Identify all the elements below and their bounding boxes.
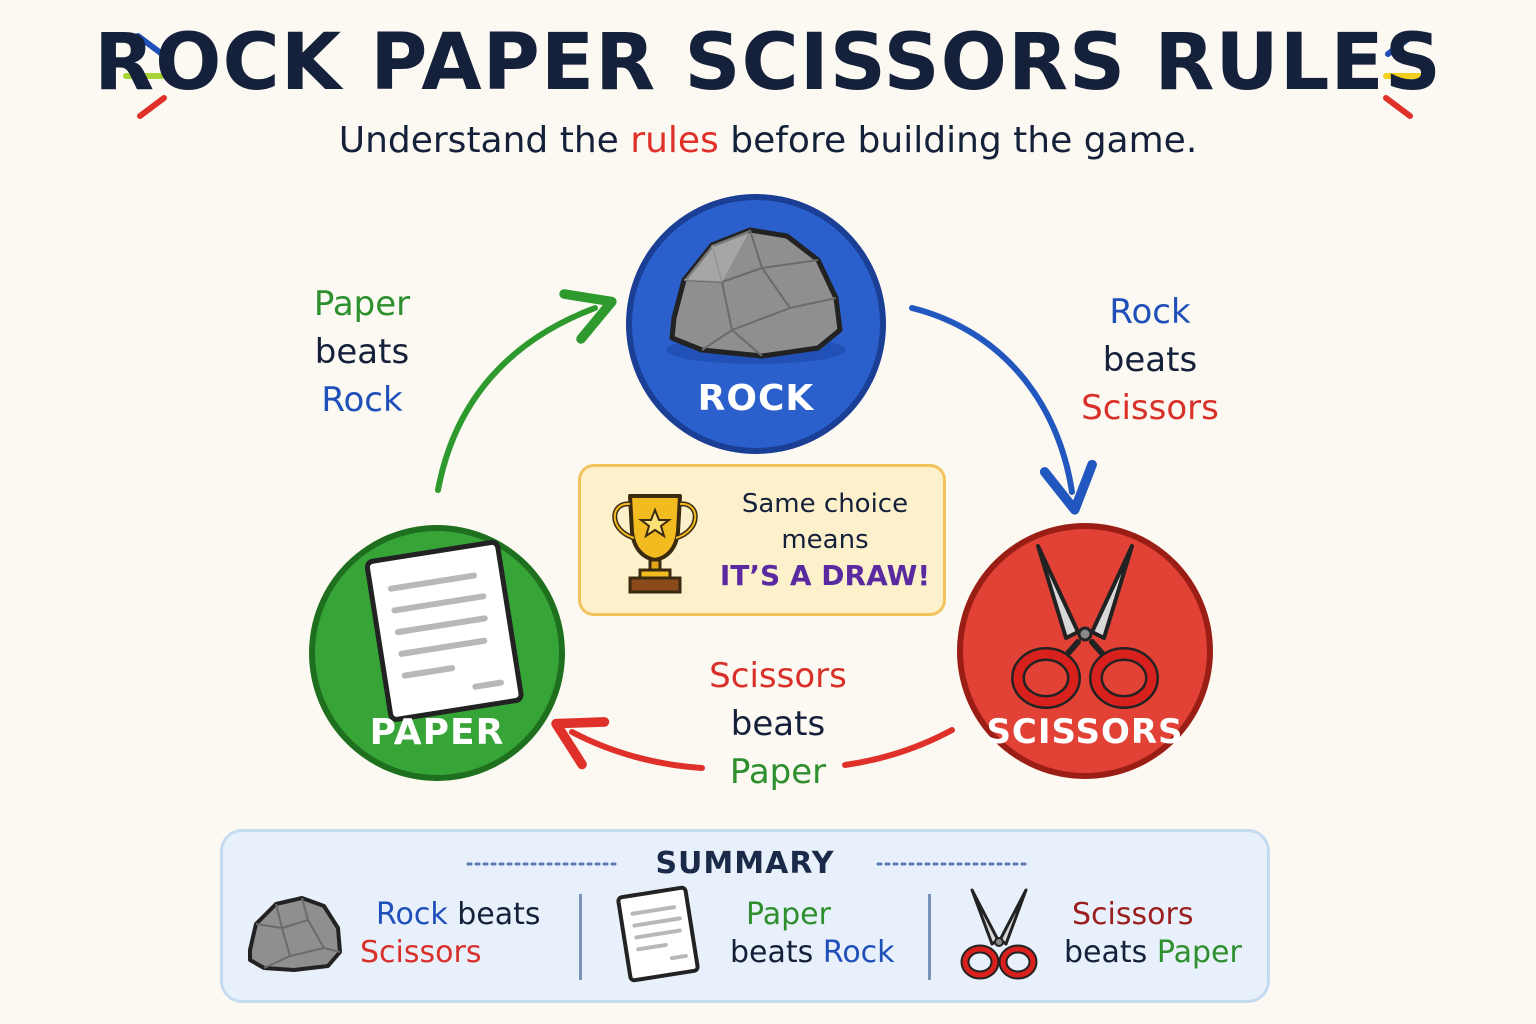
summary-title-dots	[466, 862, 1030, 866]
subtitle-prefix: Understand the	[338, 120, 631, 161]
summary-loser: Rock	[822, 935, 895, 970]
summary-winner: Paper	[746, 897, 831, 932]
paper-circle	[309, 525, 565, 781]
draw-line-2: means	[781, 525, 869, 555]
paper-icon	[364, 539, 524, 722]
subtitle-highlight: rules	[630, 120, 719, 161]
rock-circle	[626, 194, 886, 454]
rule-loser: Scissors	[1081, 388, 1219, 428]
rule-winner: Scissors	[709, 656, 847, 696]
subtitle-suffix: before building the game.	[718, 120, 1198, 161]
rock-icon	[248, 896, 342, 972]
page-title: ROCK PAPER SCISSORS RULES	[94, 18, 1442, 108]
draw-line-3: IT’S A DRAW!	[719, 559, 931, 592]
summary-divider	[928, 894, 931, 980]
rule-winner: Rock	[1109, 292, 1191, 332]
scissors-icon	[960, 888, 1038, 980]
rule-loser: Paper	[729, 752, 827, 792]
arrow-rock-to-scissors	[909, 305, 1097, 515]
summary-winner: Scissors	[1072, 897, 1194, 932]
rock-icon	[669, 227, 843, 359]
rule-scissors-beats-paper: Scissors beats Paper	[668, 652, 888, 796]
scissors-label: SCISSORS	[986, 712, 1184, 752]
arrow-scissors-to-paper-left	[551, 717, 705, 771]
summary-title: SUMMARY	[655, 846, 835, 881]
paper-icon	[616, 885, 700, 983]
draw-line-1: Same choice	[741, 489, 909, 519]
rock-label: ROCK	[697, 378, 815, 419]
rule-verb: beats	[730, 704, 826, 744]
rule-verb: beats	[314, 332, 410, 372]
summary-loser: Scissors	[360, 935, 482, 970]
right-sparkle-decoration	[1383, 33, 1427, 119]
summary-item-paper: Paper beats Rock	[730, 896, 920, 972]
summary-verb: beats	[457, 897, 541, 932]
rule-rock-beats-scissors: Rock beats Scissors	[1050, 288, 1250, 432]
trophy-icon	[612, 494, 698, 594]
left-sparkle-decoration	[123, 33, 167, 119]
summary-panel	[220, 829, 1270, 1003]
arrow-paper-to-rock	[435, 289, 617, 493]
arrow-scissors-to-paper-right	[842, 727, 955, 768]
summary-verb: beats	[1064, 935, 1148, 970]
rule-verb: beats	[1102, 340, 1198, 380]
summary-verb: beats	[730, 935, 814, 970]
summary-item-scissors: Scissors beats Paper	[1064, 896, 1264, 972]
summary-winner: Rock	[376, 897, 448, 932]
scissors-icon	[1011, 544, 1159, 709]
summary-divider	[579, 894, 582, 980]
summary-item-rock: Rock beats Scissors	[360, 896, 570, 972]
scissors-circle	[957, 523, 1213, 779]
draw-text: Same choice means IT’S A DRAW!	[700, 486, 950, 594]
rule-paper-beats-rock: Paper beats Rock	[262, 280, 462, 424]
summary-loser: Paper	[1156, 935, 1242, 970]
rule-loser: Rock	[321, 380, 403, 420]
paper-label: PAPER	[369, 712, 505, 753]
rule-winner: Paper	[313, 284, 411, 324]
page-subtitle: Understand the rules before building the…	[0, 120, 1536, 161]
